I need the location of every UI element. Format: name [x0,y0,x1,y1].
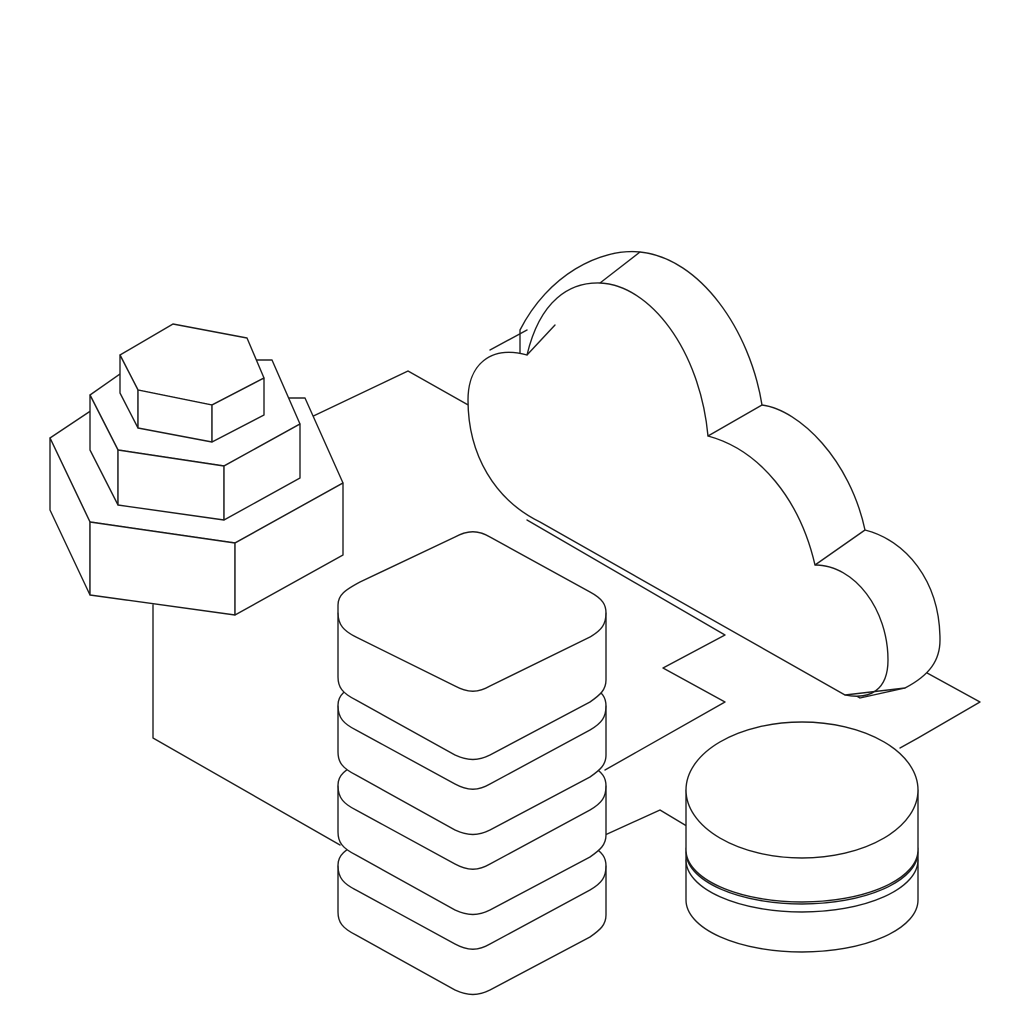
server-stack-icon [337,531,607,996]
database-cylinder-icon [685,721,919,953]
connector-cloud-to-server [526,519,726,771]
connector-hex-to-cloud [304,370,471,421]
server-unit-1 [337,531,607,761]
connector-hex-to-server [152,604,341,846]
cloud-icon [467,250,941,699]
network-connector-lines [152,370,981,846]
connector-cloud-to-database [899,667,981,749]
database-top-lid [685,721,919,859]
hexagon-stack-icon [49,323,344,616]
connector-server-to-database [604,809,691,836]
cloud-front-face [467,282,889,697]
hexagon-tier-top [119,323,265,443]
